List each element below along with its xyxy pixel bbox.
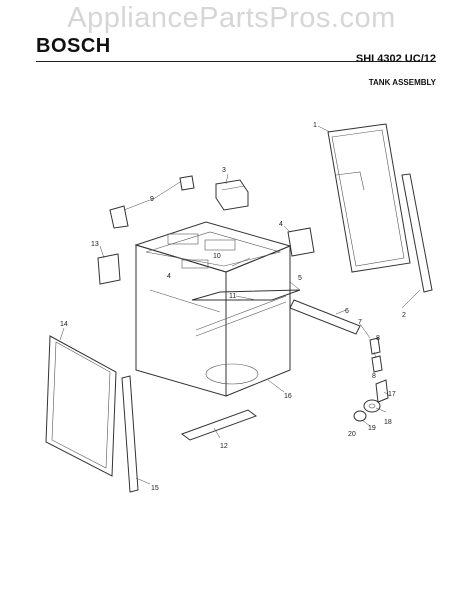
header-rule (36, 61, 436, 62)
bottom-strip-part (180, 409, 258, 441)
diagram-title: TANK ASSEMBLY (368, 78, 436, 87)
callout-1: 1 (313, 122, 317, 129)
callout-14: 14 (60, 321, 68, 328)
bracket-parts (109, 175, 195, 229)
callout-6: 6 (345, 308, 349, 315)
callout-11: 11 (229, 293, 236, 300)
callout-4-right: 4 (279, 221, 283, 228)
callout-5: 5 (298, 275, 302, 282)
left-clip-part (97, 253, 121, 285)
door-panel (327, 123, 433, 293)
rail-part (289, 299, 361, 335)
leader-lines (59, 125, 421, 485)
callout-17: 17 (388, 391, 396, 398)
callout-2: 2 (402, 312, 406, 319)
callout-16: 16 (284, 393, 292, 400)
callout-7: 7 (358, 319, 362, 326)
side-clip-part (287, 227, 315, 257)
callout-18: 18 (384, 419, 392, 426)
tank-body (134, 221, 301, 397)
brand-logo: BOSCH (36, 35, 111, 57)
callout-9: 9 (150, 196, 154, 203)
callout-12: 12 (220, 443, 228, 450)
top-clip-part (215, 179, 249, 211)
model-number: SHI 4302 UC/12 (355, 53, 436, 65)
watermark-text: AppliancePartsPros.com (67, 2, 396, 34)
callout-3: 3 (222, 167, 226, 174)
callout-13: 13 (91, 241, 99, 248)
callout-19: 19 (368, 425, 376, 432)
callout-15: 15 (151, 485, 159, 492)
callout-20: 20 (348, 431, 356, 438)
callout-8-lower: 8 (372, 373, 376, 380)
callout-8-upper: 8 (376, 335, 380, 342)
callout-10: 10 (213, 253, 221, 260)
hardware-parts (353, 337, 389, 422)
tall-strip-part (121, 375, 139, 493)
callout-4-left: 4 (167, 273, 171, 280)
side-panel (45, 335, 117, 477)
